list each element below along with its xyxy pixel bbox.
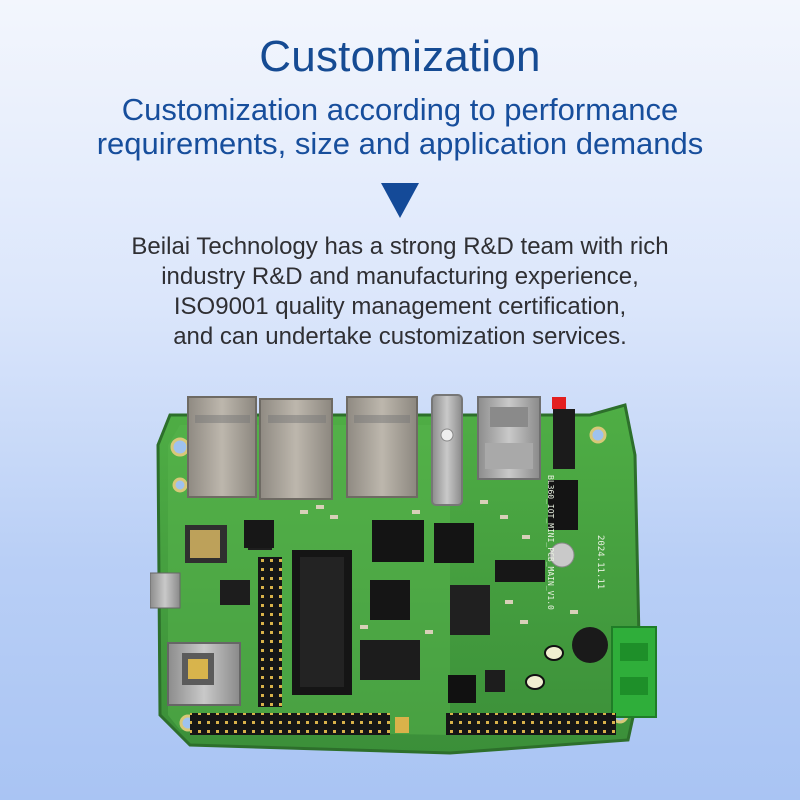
description-line: ISO9001 quality management certification… <box>173 293 627 320</box>
description-paragraph: Beilai Technology has a strong R&D team … <box>60 232 740 352</box>
ethernet-jack <box>346 396 418 498</box>
pin-header <box>258 557 282 707</box>
main-chip <box>370 580 410 620</box>
page-subtitle: Customization according to performance r… <box>40 93 760 161</box>
down-triangle-icon <box>381 183 419 218</box>
terminal-block <box>611 626 657 718</box>
pin-header <box>446 713 616 735</box>
subtitle-line: requirements, size and application deman… <box>96 126 704 161</box>
ethernet-jack <box>187 396 257 498</box>
description-line: industry R&D and manufacturing experienc… <box>161 263 639 290</box>
shield-can <box>431 394 463 506</box>
main-chip <box>434 523 474 563</box>
pcb-board-image: 2024.11.11 BL360_IOT_MINI_PCB_MAIN_V1.0 <box>150 385 660 770</box>
pin-header <box>190 713 390 735</box>
silkscreen-date: 2024.11.11 <box>595 535 605 589</box>
silkscreen-model: BL360_IOT_MINI_PCB_MAIN_V1.0 <box>546 475 555 610</box>
coin-battery <box>572 627 608 663</box>
micro-usb-port <box>150 572 181 609</box>
page-title: Customization <box>259 32 541 81</box>
ethernet-jack <box>259 398 333 500</box>
description-line: and can undertake customization services… <box>173 323 627 350</box>
main-chip <box>372 520 424 562</box>
description-line: Beilai Technology has a strong R&D team … <box>131 233 669 260</box>
subtitle-line: Customization according to performance <box>121 92 679 127</box>
